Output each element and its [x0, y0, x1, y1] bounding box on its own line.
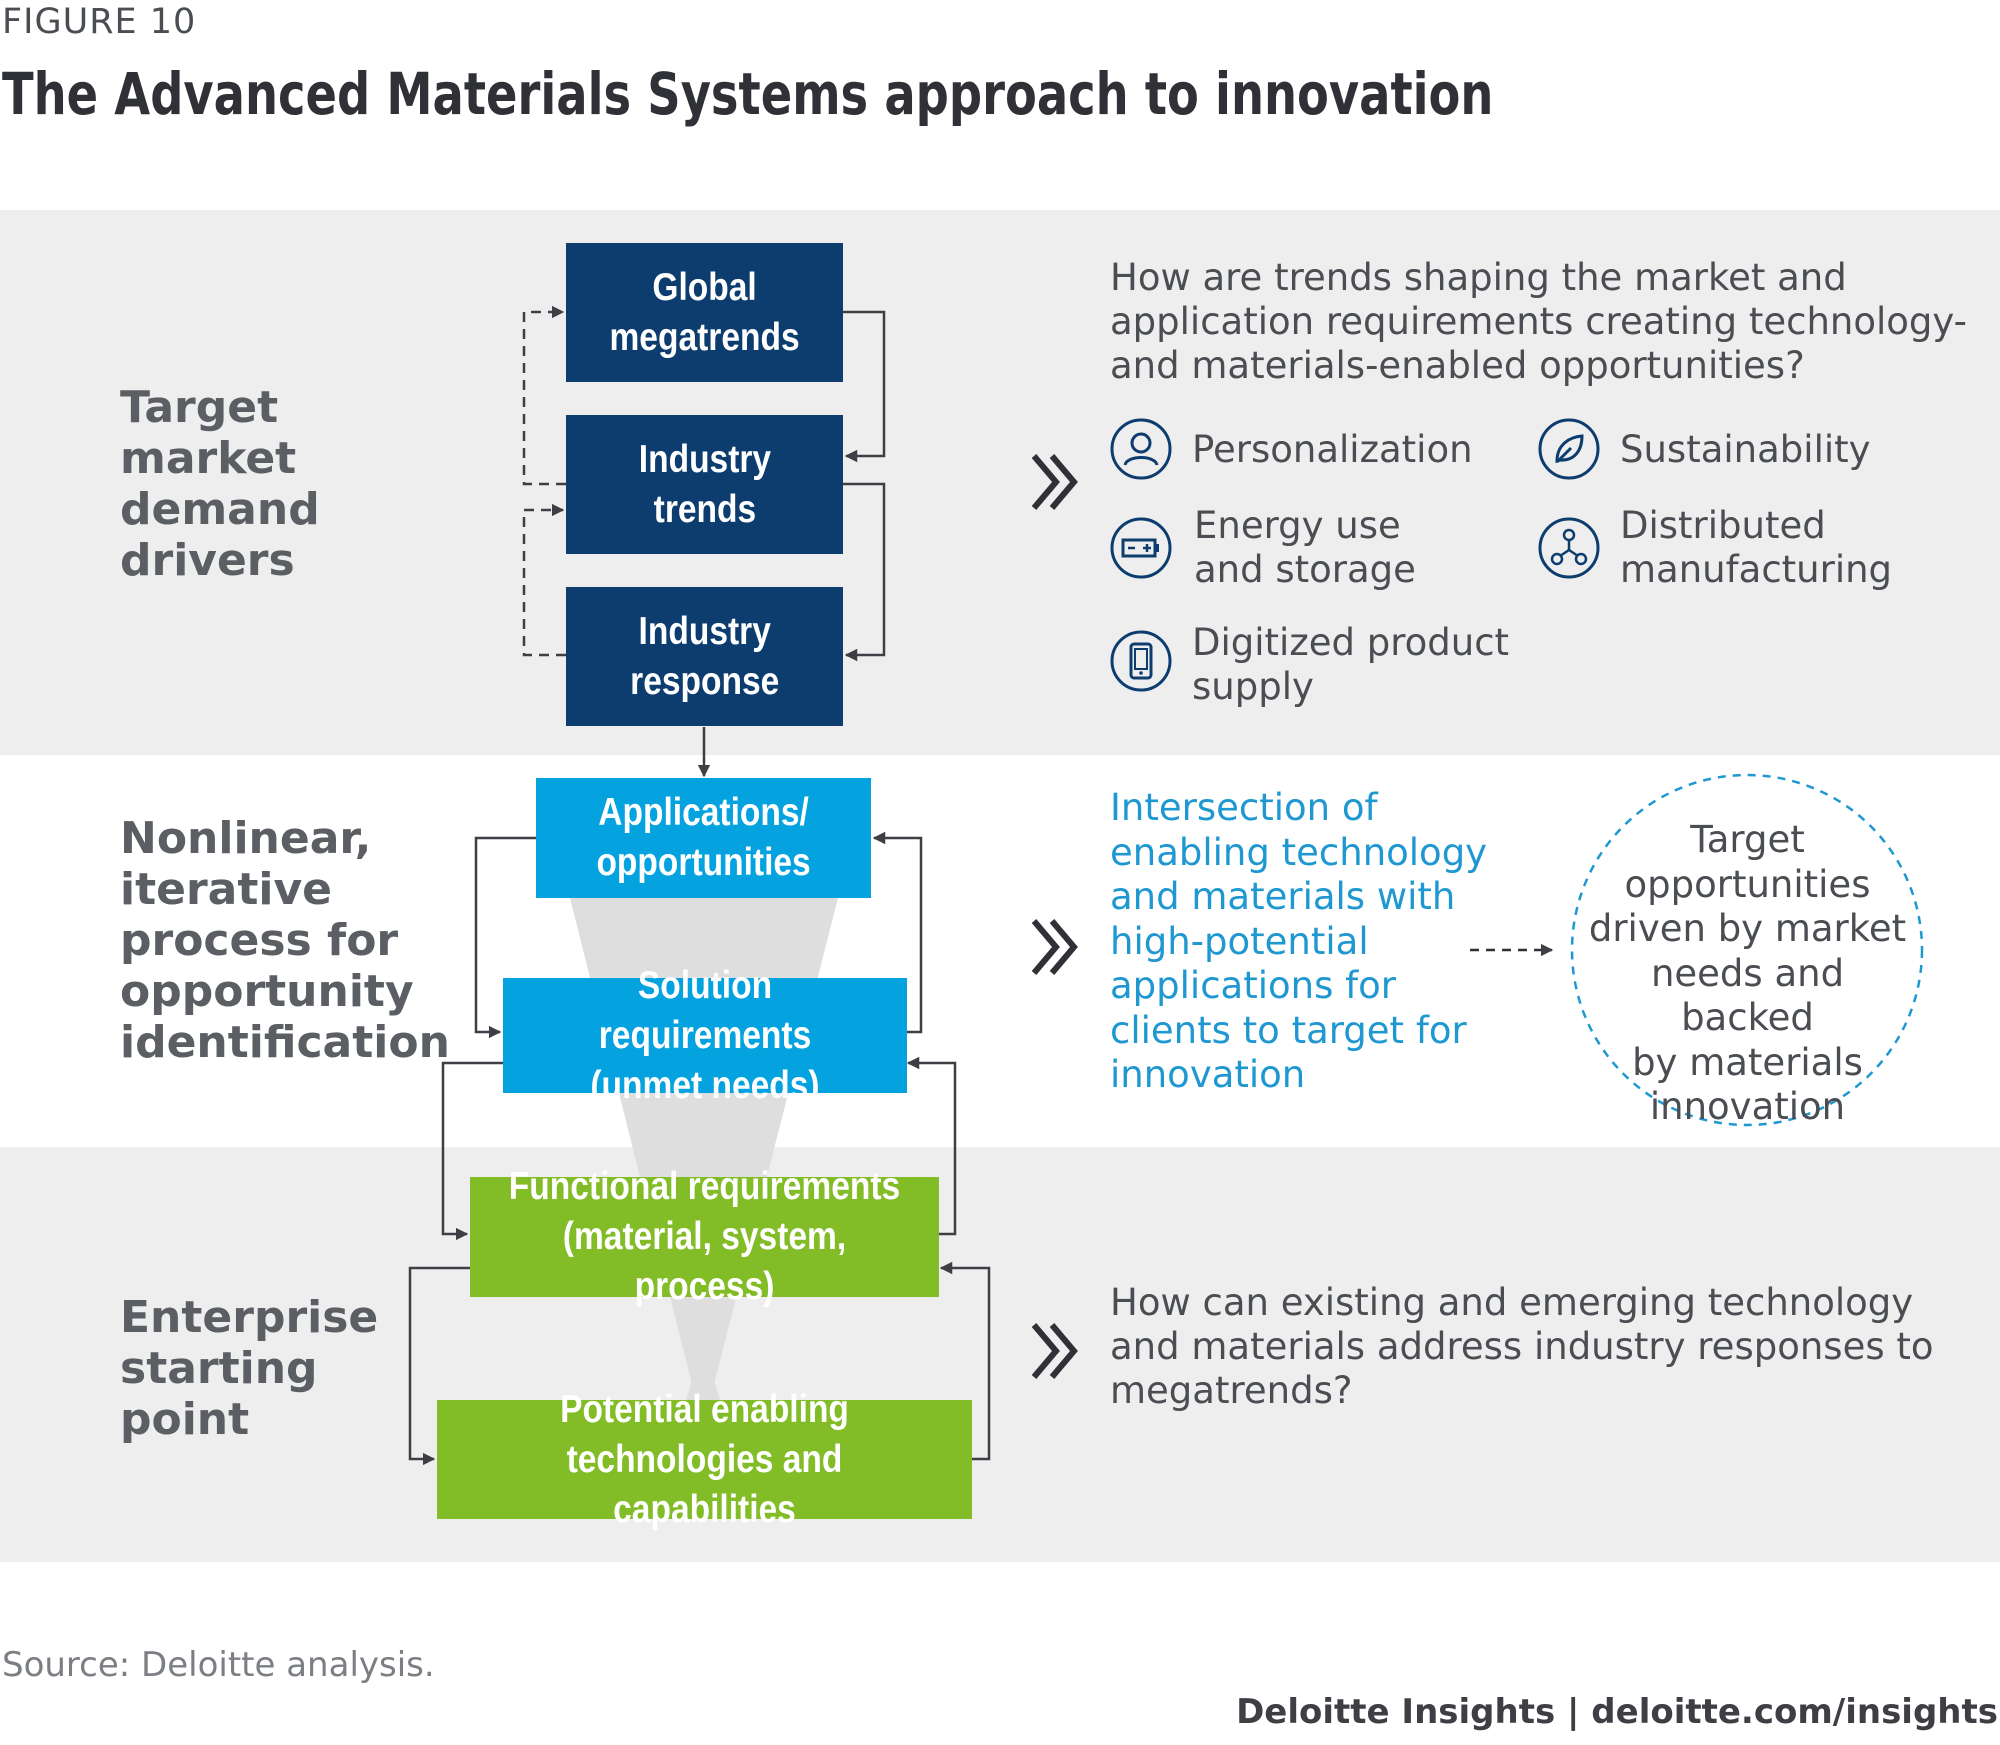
- box-industry-trends: Industry trends: [566, 415, 843, 554]
- trend-personalization: Personalization: [1192, 428, 1473, 471]
- trend-distributed-manufacturing: Distributed manufacturing: [1620, 504, 1893, 591]
- box-functional-requirements: Functional requirements (material, syste…: [470, 1165, 939, 1308]
- box-industry-trends-label: Industry trends: [638, 437, 771, 531]
- trend-digitized-product-supply: Digitized product supply: [1192, 621, 1510, 708]
- question-technology-materials: How can existing and emerging technology…: [1110, 1281, 1934, 1412]
- band-market-drivers: [0, 210, 2000, 755]
- figure-title: The Advanced Materials Systems approach …: [2, 60, 1494, 128]
- loop-functional-solution: [906, 1056, 957, 1236]
- dashed-feedback-2: [522, 503, 566, 657]
- trend-sustainability: Sustainability: [1620, 428, 1871, 471]
- box-global-megatrends-label: Global megatrends: [609, 265, 800, 359]
- row-label-enterprise-starting-point: Enterprise starting point: [120, 1292, 379, 1445]
- box-industry-response: Industry response: [566, 587, 843, 726]
- connector-megatrends-trends: [843, 310, 886, 463]
- double-chevron-icon: [1031, 454, 1078, 510]
- double-chevron-icon: [1031, 1323, 1078, 1379]
- band-opportunity-identification: [0, 755, 2000, 1147]
- dashed-feedback-1: [522, 305, 566, 486]
- row-label-opportunity-identification: Nonlinear, iterative process for opportu…: [120, 813, 450, 1068]
- box-applications-opportunities: Applications/ opportunities: [536, 778, 871, 898]
- box-potential-enabling-label: Potential enabling technologies and capa…: [560, 1387, 849, 1531]
- double-chevron-icon: [1031, 919, 1078, 975]
- network-icon: [1538, 517, 1600, 579]
- loop-solution-functional: [441, 1061, 503, 1241]
- phone-icon: [1110, 630, 1172, 692]
- loop-solution-applications: [872, 831, 923, 1034]
- loop-functional-enabling: [408, 1266, 470, 1466]
- box-applications-label: Applications/ opportunities: [596, 791, 811, 884]
- box-solution-requirements: Solution requirements (unmet needs): [503, 964, 907, 1107]
- box-solution-requirements-label: Solution requirements (unmet needs): [590, 963, 820, 1107]
- question-market-trends: How are trends shaping the market and ap…: [1110, 256, 1968, 387]
- person-icon: [1110, 418, 1172, 480]
- connector-trends-response: [843, 482, 886, 662]
- box-industry-response-label: Industry response: [629, 609, 780, 703]
- row-label-market-drivers: Target market demand drivers: [120, 382, 320, 586]
- loop-applications-solution: [474, 836, 536, 1039]
- loop-enabling-functional: [939, 1261, 991, 1461]
- figure-label: FIGURE 10: [2, 2, 197, 42]
- source-note: Source: Deloitte analysis.: [2, 1645, 435, 1685]
- target-opportunities-circle: [1570, 773, 1924, 1127]
- box-global-megatrends: Global megatrends: [566, 243, 843, 382]
- trend-energy-use: Energy use and storage: [1194, 504, 1416, 591]
- target-opportunities-text: Target opportunities driven by market ne…: [1588, 818, 1907, 1128]
- band-enterprise-starting-point: [0, 1147, 2000, 1562]
- footer-credit: Deloitte Insights | deloitte.com/insight…: [1236, 1692, 1998, 1732]
- leaf-icon: [1538, 418, 1600, 480]
- intersection-description: Intersection of enabling technology and …: [1110, 786, 1488, 1096]
- box-functional-requirements-label: Functional requirements (material, syste…: [508, 1165, 901, 1308]
- battery-icon: [1110, 517, 1172, 579]
- box-potential-enabling: Potential enabling technologies and capa…: [437, 1388, 972, 1531]
